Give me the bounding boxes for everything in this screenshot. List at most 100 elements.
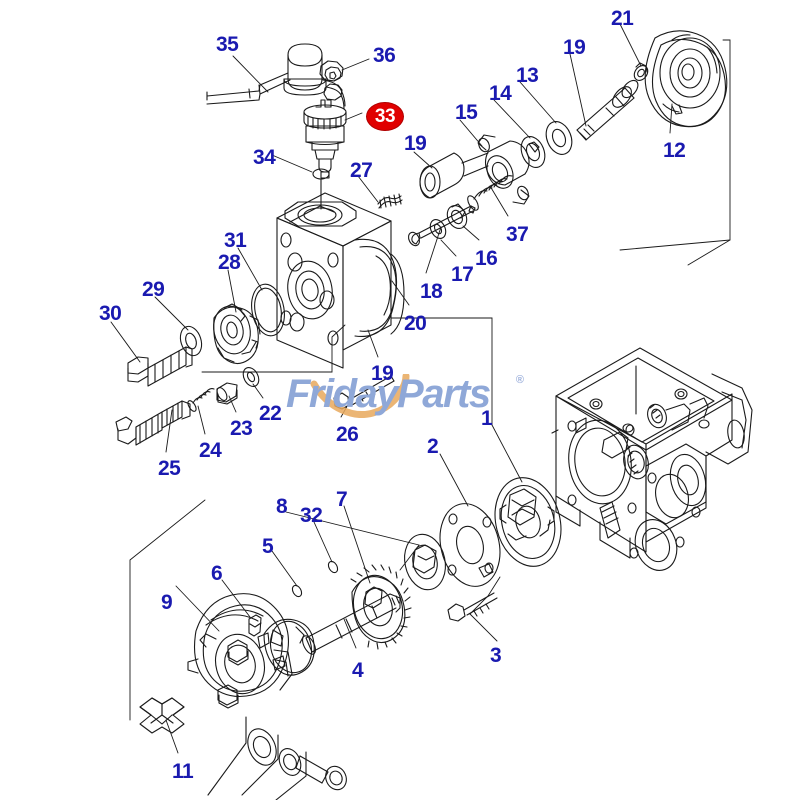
part-27-spring bbox=[377, 193, 403, 209]
leader-9 bbox=[175, 585, 220, 632]
leader-19b bbox=[413, 151, 433, 169]
callout-highlighted-33[interactable]: 33 bbox=[366, 102, 404, 131]
part-30-relief-plug bbox=[127, 346, 193, 387]
leader-29 bbox=[154, 296, 189, 331]
leader-5 bbox=[271, 550, 298, 587]
callout-3: 3 bbox=[490, 644, 502, 667]
leader-14 bbox=[493, 99, 531, 139]
callout-1: 1 bbox=[481, 407, 493, 430]
callout-21: 21 bbox=[611, 7, 634, 30]
leader-21 bbox=[619, 23, 642, 67]
callout-25: 25 bbox=[158, 457, 181, 480]
leader-36 bbox=[341, 58, 370, 71]
callout-11: 11 bbox=[172, 760, 194, 783]
leader-11 bbox=[165, 719, 179, 754]
callout-24: 24 bbox=[199, 439, 222, 462]
part-11-vane-cross bbox=[139, 697, 185, 734]
leader-2 bbox=[439, 453, 469, 507]
callout-19: 19 bbox=[563, 36, 586, 59]
callout-5: 5 bbox=[262, 535, 274, 558]
callout-12: 12 bbox=[663, 139, 686, 162]
callout-15: 15 bbox=[455, 101, 478, 124]
leader-31 bbox=[237, 247, 263, 291]
part-22-washer bbox=[242, 367, 260, 387]
callout-9: 9 bbox=[161, 591, 173, 614]
leader-25 bbox=[165, 409, 173, 453]
bracket-pumpbody-19 bbox=[201, 324, 346, 373]
part-4-shaft bbox=[263, 593, 401, 676]
part-18-plunger bbox=[407, 205, 476, 247]
part-13-washer bbox=[545, 121, 573, 155]
part-32-pin bbox=[327, 560, 339, 574]
part-20-pump-body bbox=[276, 192, 405, 369]
part-12-pulley bbox=[644, 30, 728, 128]
bracket-pulley-frame bbox=[687, 39, 731, 266]
leader-32 bbox=[313, 521, 333, 563]
part-33-pressure-valve bbox=[303, 99, 347, 179]
bracket-pulley-frame-2 bbox=[619, 239, 731, 251]
leader-1 bbox=[491, 424, 523, 483]
callout-20: 20 bbox=[404, 312, 427, 335]
callout-16: 16 bbox=[475, 247, 498, 270]
part-24-spring bbox=[187, 388, 215, 412]
bracket-8-plate bbox=[399, 544, 420, 571]
leader-4 bbox=[343, 618, 357, 649]
part-29-washer bbox=[179, 325, 203, 357]
callout-18: 18 bbox=[420, 280, 443, 303]
part-6-key bbox=[248, 614, 262, 637]
leader-34 bbox=[271, 154, 313, 173]
part-7-splined-rotor bbox=[350, 564, 412, 650]
leader-28 bbox=[227, 269, 237, 313]
callout-23: 23 bbox=[230, 417, 253, 440]
callout-26: 26 bbox=[336, 423, 359, 446]
part-16-seat bbox=[446, 203, 468, 229]
callout-36: 36 bbox=[373, 44, 396, 67]
bracket-body-to-housing bbox=[390, 317, 493, 426]
leader-20 bbox=[391, 280, 410, 306]
leader-12 bbox=[669, 103, 673, 134]
leader-24 bbox=[197, 405, 206, 435]
leader-26 bbox=[340, 393, 355, 418]
callout-29: 29 bbox=[142, 278, 165, 301]
leader-23 bbox=[228, 395, 237, 413]
callout-19: 19 bbox=[371, 362, 394, 385]
callout-6: 6 bbox=[211, 562, 223, 585]
leader-22 bbox=[252, 383, 264, 399]
part-28-coupling bbox=[213, 303, 261, 365]
part-34-oring bbox=[312, 168, 330, 210]
leader-15 bbox=[459, 119, 483, 147]
part-5-snap-ring bbox=[291, 584, 303, 598]
callout-4: 4 bbox=[352, 659, 364, 682]
bracket-3-plate bbox=[469, 576, 501, 615]
part-8-wear-plate bbox=[404, 533, 446, 591]
leader-19c bbox=[367, 329, 379, 358]
callout-19: 19 bbox=[404, 132, 427, 155]
leader-16 bbox=[462, 225, 480, 241]
callout-34: 34 bbox=[253, 146, 276, 169]
part-2-mounting-plate bbox=[439, 503, 501, 587]
callout-35: 35 bbox=[216, 33, 239, 56]
part-35-sensor-assembly bbox=[206, 43, 346, 110]
leader-35 bbox=[232, 55, 269, 93]
callout-27: 27 bbox=[350, 159, 373, 182]
leader-33 bbox=[344, 112, 363, 121]
leader-37 bbox=[489, 185, 509, 217]
leader-18 bbox=[425, 226, 442, 274]
callout-8: 8 bbox=[276, 495, 288, 518]
part-36-nut bbox=[319, 60, 344, 101]
leader-19a bbox=[569, 53, 587, 127]
callout-31: 31 bbox=[224, 229, 247, 252]
callout-28: 28 bbox=[218, 251, 241, 274]
callout-22: 22 bbox=[259, 402, 282, 425]
part-31-oring bbox=[251, 283, 285, 337]
leader-27 bbox=[357, 175, 379, 203]
callout-2: 2 bbox=[427, 435, 439, 458]
part-25-valve-cartridge bbox=[115, 400, 191, 446]
part-main-housing-block bbox=[551, 347, 753, 571]
leader-13 bbox=[519, 81, 557, 124]
part-23-piston bbox=[216, 382, 238, 405]
leader-7 bbox=[343, 505, 371, 584]
part-9-rotor-housing bbox=[187, 593, 293, 709]
